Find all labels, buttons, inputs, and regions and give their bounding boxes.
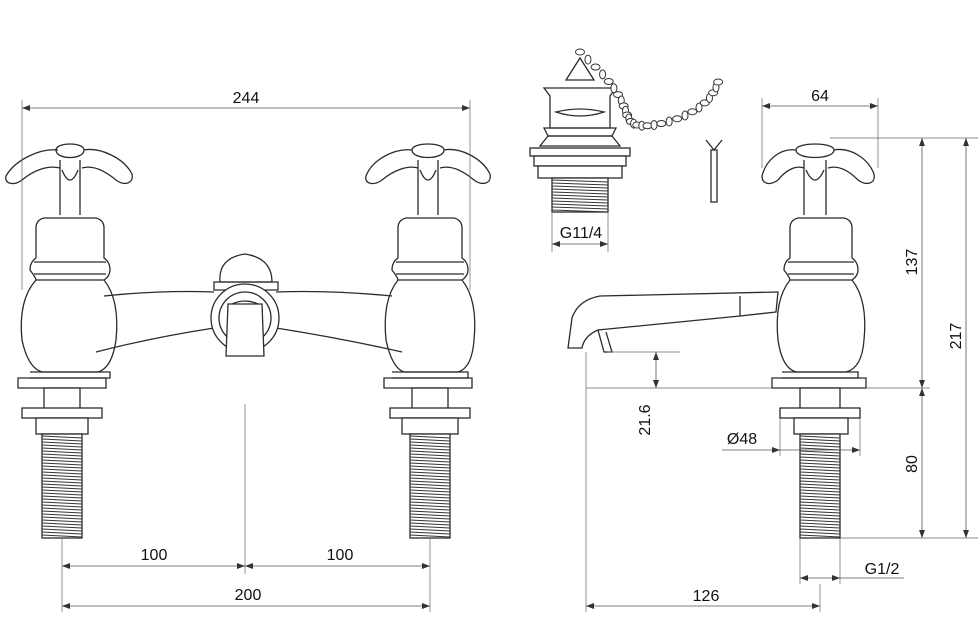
waste-plug xyxy=(529,48,724,252)
dim-label-244: 244 xyxy=(233,90,260,107)
dim-label-126: 126 xyxy=(693,588,720,605)
waste-dimension xyxy=(551,212,609,252)
waste-chain xyxy=(575,48,724,131)
left-cross-handle xyxy=(5,143,133,215)
waste-threads xyxy=(551,179,609,213)
right-cross-handle xyxy=(365,143,491,215)
side-valve-body xyxy=(771,217,867,389)
dim-label-100-right: 100 xyxy=(327,547,354,564)
right-valve-body xyxy=(383,217,476,389)
dim-label-64: 64 xyxy=(811,88,829,105)
dim-label-217: 217 xyxy=(948,323,965,350)
left-valve-body xyxy=(17,217,118,389)
left-shank-threads xyxy=(41,435,83,538)
dim-label-g12: G1/2 xyxy=(865,561,900,578)
left-shank xyxy=(21,387,103,539)
right-shank-threads xyxy=(409,435,451,538)
side-shank xyxy=(779,387,861,539)
dim-label-80: 80 xyxy=(904,455,921,473)
dim-label-21-6: 21.6 xyxy=(637,404,654,435)
side-view xyxy=(567,98,978,612)
center-spout xyxy=(210,253,280,357)
dim-label-200: 200 xyxy=(235,587,262,604)
dim-label-137: 137 xyxy=(904,249,921,276)
front-view xyxy=(5,100,491,612)
side-shank-threads xyxy=(799,435,841,538)
side-cross-handle xyxy=(761,143,875,215)
side-dimensions xyxy=(585,98,978,612)
side-spout xyxy=(567,291,779,353)
dim-label-g114: G11/4 xyxy=(560,225,603,242)
dim-label-dia48: Ø48 xyxy=(727,431,757,448)
right-shank xyxy=(389,387,471,539)
dim-label-100-left: 100 xyxy=(141,547,168,564)
front-dimensions xyxy=(21,100,471,612)
